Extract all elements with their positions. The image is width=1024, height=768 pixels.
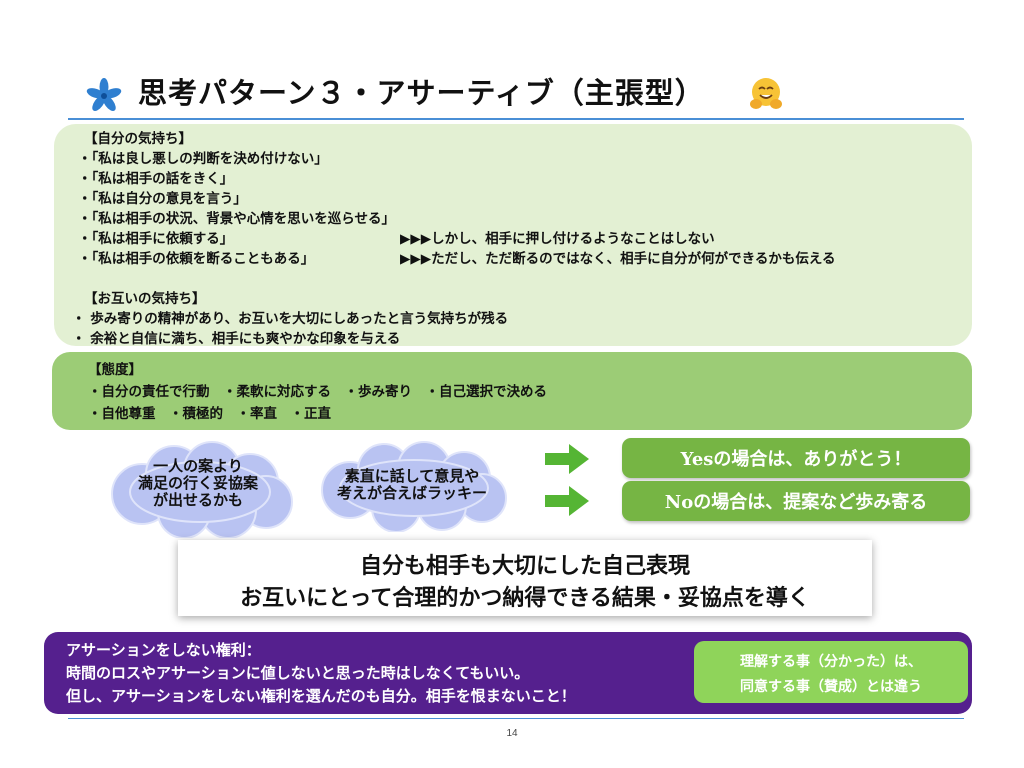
- mutual-feelings-item: ・ 余裕と自信に満ち、相手にも爽やかな印象を与える: [72, 331, 401, 347]
- note-line: 理解する事（分かった）は、: [740, 654, 922, 670]
- right-arrow-icon: [545, 486, 589, 516]
- attitude-line: ・自他尊重 ・積極的 ・率直 ・正直: [88, 406, 331, 422]
- feelings-panel: 【自分の気持ち】 ・「私は良し悪しの判断を決め付けない」 ・「私は相手の話をきく…: [54, 124, 972, 347]
- blue-flower-icon: [86, 78, 122, 112]
- understanding-note: 理解する事（分かった）は、 同意する事（賛成）とは違う: [694, 641, 968, 703]
- mutual-feelings-heading: 【お互いの気持ち】: [84, 291, 206, 307]
- mutual-feelings-item: ・ 歩み寄りの精神があり、お互いを大切にしあったと言う気持ちが残る: [72, 311, 509, 327]
- feelings-item: ・「私は相手の話をきく」: [78, 171, 234, 187]
- cloud-text-lucky: 素直に話して意見や 考えが合えばラッキー: [336, 467, 487, 502]
- note-line: 同意する事（賛成）とは違う: [740, 679, 922, 695]
- footer-divider: [68, 718, 964, 719]
- rights-line: 但し、アサーションをしない権利を選んだのも自分。相手を恨まないこと！: [66, 687, 576, 705]
- feelings-item: ・「私は相手の依頼を断ることもある」: [78, 251, 315, 267]
- feelings-item: ・「私は相手に依頼する」: [78, 231, 234, 247]
- feelings-annotation: ▶▶▶ただし、ただ断るのではなく、相手に自分が何ができるかも伝える: [400, 251, 836, 267]
- attitude-line: ・自分の責任で行動 ・柔軟に対応する ・歩み寄り ・自己選択で決める: [88, 384, 547, 400]
- feelings-item: ・「私は相手の状況、背景や心情を思いを巡らせる」: [78, 211, 395, 227]
- feelings-heading: 【自分の気持ち】: [84, 131, 192, 147]
- right-arrow-icon: [545, 444, 589, 474]
- conclusion-line: 自分も相手も大切にした自己表現: [359, 553, 690, 579]
- rights-heading: アサーションをしない権利：: [66, 641, 261, 659]
- conclusion-line: お互いにとって合理的かつ納得できる結果・妥協点を導く: [240, 585, 810, 611]
- hugging-face-emoji: [750, 78, 782, 109]
- attitude-panel: 【態度】 ・自分の責任で行動 ・柔軟に対応する ・歩み寄り ・自己選択で決める …: [52, 352, 972, 430]
- rights-line: 時間のロスやアサーションに値しないと思った時はしなくてもいい。: [66, 664, 530, 682]
- feelings-item: ・「私は良し悪しの判断を決め付けない」: [78, 151, 328, 167]
- thought-cloud: [321, 441, 507, 532]
- result-yes: Yesの場合は、ありがとう！: [622, 438, 970, 478]
- title-divider: [68, 118, 964, 120]
- cloud-text-compromise: 一人の案より 満足の行く妥協案 が出せるかも: [137, 457, 258, 509]
- result-no: Noの場合は、提案など歩み寄る: [622, 481, 970, 521]
- feelings-annotation: ▶▶▶しかし、相手に押し付けるようなことはしない: [400, 231, 715, 247]
- conclusion-box: 自分も相手も大切にした自己表現 お互いにとって合理的かつ納得できる結果・妥協点を…: [178, 540, 872, 616]
- feelings-item: ・「私は自分の意見を言う」: [78, 191, 247, 207]
- attitude-heading: 【態度】: [88, 362, 142, 378]
- page-title: 思考パターン３・アサーティブ（主張型）: [138, 76, 705, 110]
- thought-cloud: [111, 441, 293, 538]
- page-number: 14: [506, 728, 518, 739]
